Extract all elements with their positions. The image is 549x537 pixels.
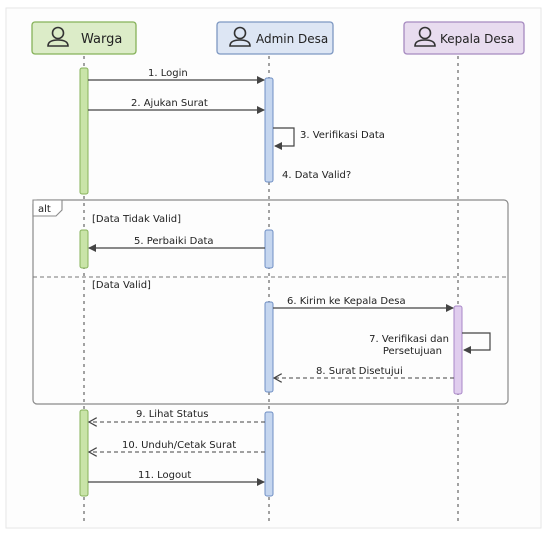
message-label-verifikasi-persetujuan: 7. Verifikasi dan	[369, 334, 449, 345]
activation-warga-2	[79, 229, 89, 269]
guard-data-tidak-valid: [Data Tidak Valid]	[92, 214, 181, 225]
activation-warga-1	[79, 67, 89, 195]
activation-bars	[79, 67, 463, 497]
message-label-data-valid: 4. Data Valid?	[282, 170, 351, 181]
message-label-login: 1. Login	[148, 68, 188, 79]
actor-label: Admin Desa	[256, 32, 328, 46]
activation-admin-1	[264, 77, 274, 183]
message-arrow-verifikasi-persetujuan	[462, 332, 491, 354]
message-label-kirim-kepala-desa: 6. Kirim ke Kepala Desa	[287, 296, 406, 307]
actor-admin-desa: Admin Desa	[216, 21, 334, 55]
activation-warga-3	[79, 409, 89, 497]
message-label-verifikasi-data: 3. Verifikasi Data	[300, 130, 385, 141]
activation-admin-4	[264, 411, 274, 497]
message-label-lihat-status: 9. Lihat Status	[136, 409, 209, 420]
user-icon	[414, 26, 436, 47]
message-arrow-verifikasi-data	[273, 127, 295, 150]
actor-label: Warga	[81, 32, 122, 47]
alt-frame-border	[32, 199, 509, 405]
actor-kepala-desa: Kepala Desa	[403, 21, 525, 55]
message-label-surat-disetujui: 8. Surat Disetujui	[316, 366, 403, 377]
actor-warga: Warga	[31, 21, 137, 55]
message-label-logout: 11. Logout	[138, 470, 191, 481]
activation-kepala-1	[453, 305, 463, 395]
alt-frame: alt [Data Tidak Valid] [Data Valid]	[32, 199, 509, 405]
activation-admin-2	[264, 229, 274, 269]
activation-admin-3	[264, 301, 274, 393]
alt-tag-label: alt	[38, 204, 51, 215]
guard-data-valid: [Data Valid]	[92, 280, 151, 291]
user-icon	[229, 26, 251, 47]
user-icon	[47, 26, 69, 47]
actor-label: Kepala Desa	[440, 32, 514, 46]
message-label-unduh-cetak-surat: 10. Unduh/Cetak Surat	[122, 440, 236, 451]
alt-tag-box	[32, 199, 63, 217]
message-label-ajukan-surat: 2. Ajukan Surat	[131, 98, 208, 109]
message-label-perbaiki-data: 5. Perbaiki Data	[134, 236, 214, 247]
messages: 1. Login 2. Ajukan Surat 3. Verifikasi D…	[88, 68, 491, 486]
message-label-verifikasi-persetujuan-2: Persetujuan	[383, 346, 442, 357]
